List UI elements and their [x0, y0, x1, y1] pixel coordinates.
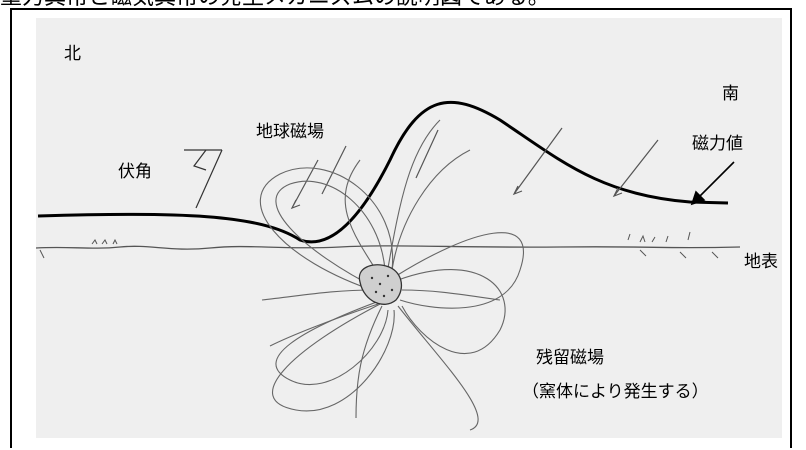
kiln-body	[358, 264, 403, 305]
surface-label: 地表	[744, 252, 778, 272]
dip-label: 伏角	[118, 162, 152, 182]
magnetic-value-curve	[37, 100, 729, 244]
earth-field-label: 地球磁場	[256, 122, 324, 142]
diagram-background	[36, 18, 782, 438]
figure-frame	[10, 8, 792, 448]
magnetic-value-label: 磁力値	[692, 134, 743, 154]
north-label: 北	[64, 44, 81, 64]
dip-angle-symbol	[184, 149, 223, 209]
magnetic-value-pointer-arrow	[690, 161, 735, 206]
page-caption: 重力異常と磁気異常の発生メカニズムの説明図である。	[0, 0, 806, 10]
remanent-field-lines	[259, 119, 524, 431]
surface-texture	[39, 231, 719, 259]
south-label: 南	[722, 84, 739, 104]
ground-surface-line	[35, 245, 741, 250]
remanent-field-label: 残留磁場	[536, 348, 604, 368]
remanent-field-note: （窯体により発生する）	[522, 382, 709, 402]
